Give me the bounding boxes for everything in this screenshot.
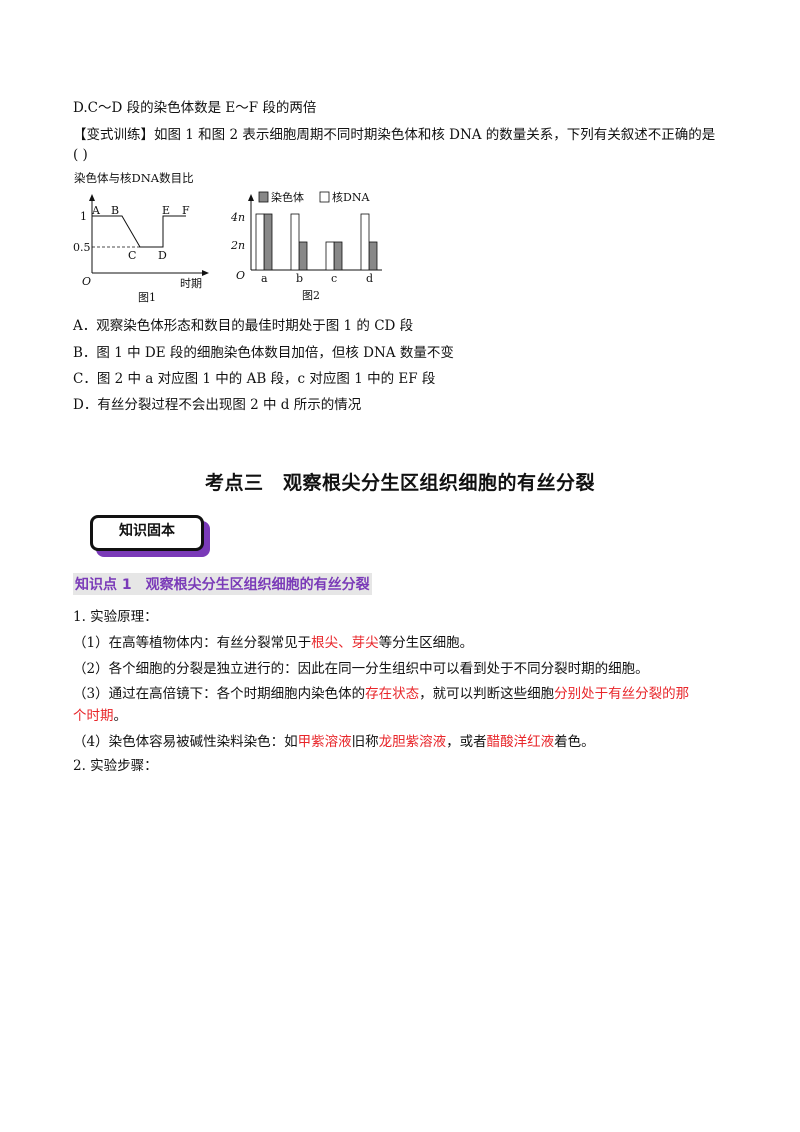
para-3-continued: 个时期。 bbox=[73, 704, 127, 724]
fig1-curve bbox=[92, 215, 186, 248]
fig2-xtick-d: d bbox=[366, 272, 373, 285]
bar-dna-d bbox=[360, 213, 370, 271]
para-principle: 1. 实验原理： bbox=[73, 609, 158, 625]
fig1-x-arrow bbox=[202, 270, 209, 276]
figure-2: 染色体 核DNA 4n 2n O a b c d 图2 bbox=[230, 190, 382, 302]
option-d: D．有丝分裂过程不会出现图 2 中 d 所示的情况 bbox=[73, 397, 362, 413]
fig2-ytick-2n: 2n bbox=[230, 239, 245, 252]
bar-chromosome-c bbox=[333, 241, 343, 271]
fig2-x-ticks: a b c d bbox=[261, 272, 373, 285]
para-3-highlight-1: 存在状态 bbox=[365, 686, 420, 702]
fig1-point-c: C bbox=[128, 249, 136, 262]
para-3: （3）通过在高倍镜下：各个时期细胞内染色体的存在状态，就可以判断这些细胞分别处于… bbox=[73, 682, 689, 702]
para-4-highlight-3: 醋酸洋红液 bbox=[486, 734, 555, 750]
fig1-caption: 图1 bbox=[138, 291, 156, 304]
bar-chromosome-a bbox=[263, 213, 273, 271]
bar-dna-a bbox=[255, 213, 265, 271]
bar-dna-b bbox=[290, 213, 300, 271]
para-3-highlight-2: 分别处于有丝分裂的那 bbox=[554, 686, 690, 702]
fig1-point-f: F bbox=[182, 204, 190, 217]
fig1-point-e: E bbox=[162, 204, 170, 217]
figures: 染色体与核DNA数目比 1 0.5 O 时期 A B C D E F 图1 染色… bbox=[73, 171, 382, 304]
para-1-highlight: 根尖、芽尖 bbox=[311, 635, 379, 651]
fig1-origin: O bbox=[82, 275, 91, 288]
fig1-point-d: D bbox=[158, 249, 167, 262]
answer-blank: ( ) bbox=[73, 147, 88, 163]
bar-chromosome-d bbox=[368, 241, 378, 271]
fig2-y-arrow bbox=[248, 194, 254, 201]
para-4-text-a: （4）染色体容易被碱性染料染色：如 bbox=[73, 734, 298, 750]
fig2-xtick-a: a bbox=[261, 272, 268, 285]
para-1: （1）在高等植物体内：有丝分裂常见于根尖、芽尖等分生区细胞。 bbox=[73, 631, 473, 651]
option-a: A．观察染色体形态和数目的最佳时期处于图 1 的 CD 段 bbox=[73, 318, 414, 334]
para-4-text-c: ，或者 bbox=[446, 734, 487, 750]
option-b: B．图 1 中 DE 段的细胞染色体数目加倍，但核 DNA 数量不变 bbox=[73, 345, 454, 361]
fig2-ytick-4n: 4n bbox=[230, 211, 245, 224]
exercise-prompt: 【变式训练】如图 1 和图 2 表示细胞周期不同时期染色体和核 DNA 的数量关… bbox=[73, 127, 716, 143]
para-4-text-d: 着色。 bbox=[554, 734, 595, 750]
fig2-xtick-c: c bbox=[331, 272, 337, 285]
para-4-highlight-2: 龙胆紫溶液 bbox=[378, 734, 447, 750]
fig2-caption: 图2 bbox=[302, 289, 320, 302]
fig1-title: 染色体与核DNA数目比 bbox=[74, 171, 194, 185]
badge-label: 知识固本 bbox=[119, 523, 175, 539]
figure-1: 染色体与核DNA数目比 1 0.5 O 时期 A B C D E F 图1 bbox=[73, 171, 209, 304]
para-3-text-a: （3）通过在高倍镜下：各个时期细胞内染色体的 bbox=[73, 686, 366, 702]
legend-dna-swatch bbox=[319, 191, 330, 203]
fig2-xtick-b: b bbox=[296, 272, 303, 285]
fig1-ytick-1: 1 bbox=[80, 210, 87, 223]
fig1-x-label: 时期 bbox=[180, 277, 202, 290]
section-title: 考点三 观察根尖分生区组织细胞的有丝分裂 bbox=[204, 472, 595, 494]
para-steps: 2. 实验步骤： bbox=[73, 758, 158, 774]
fig1-point-b: B bbox=[111, 204, 119, 217]
fig2-origin: O bbox=[236, 269, 245, 282]
para-3-text-b: ，就可以判断这些细胞 bbox=[419, 686, 555, 702]
option-d-previous: D.C～D 段的染色体数是 E～F 段的两倍 bbox=[73, 100, 317, 116]
fig1-point-a: A bbox=[91, 204, 101, 217]
para-4-highlight-1: 甲紫溶液 bbox=[297, 734, 352, 750]
bar-dna-c bbox=[325, 241, 335, 271]
legend-chromosome-label: 染色体 bbox=[271, 190, 304, 204]
para-4-text-b: 旧称 bbox=[351, 734, 379, 750]
legend-chromosome-swatch bbox=[258, 191, 269, 203]
fig1-y-arrow bbox=[89, 194, 95, 201]
option-c: C．图 2 中 a 对应图 1 中的 AB 段，c 对应图 1 中的 EF 段 bbox=[73, 371, 436, 387]
para-4: （4）染色体容易被碱性染料染色：如甲紫溶液旧称龙胆紫溶液，或者醋酸洋红液着色。 bbox=[73, 730, 595, 750]
para-2: （2）各个细胞的分裂是独立进行的：因此在同一分生组织中可以看到处于不同分裂时期的… bbox=[73, 661, 649, 677]
fig2-bars bbox=[255, 213, 378, 271]
badge-frame bbox=[90, 515, 204, 551]
para-3-text-c: 。 bbox=[113, 708, 128, 724]
para-1-text-b: 等分生区细胞。 bbox=[378, 635, 474, 651]
para-3-highlight-3: 个时期 bbox=[73, 708, 114, 724]
knowledge-badge: 知识固本 bbox=[90, 515, 208, 553]
para-1-text-a: （1）在高等植物体内：有丝分裂常见于 bbox=[73, 635, 312, 651]
knowledge-point-heading: 知识点 1 观察根尖分生区组织细胞的有丝分裂 bbox=[73, 573, 372, 595]
bar-chromosome-b bbox=[298, 241, 308, 271]
fig1-ytick-0-5: 0.5 bbox=[73, 241, 91, 254]
legend-dna-label: 核DNA bbox=[332, 190, 370, 204]
